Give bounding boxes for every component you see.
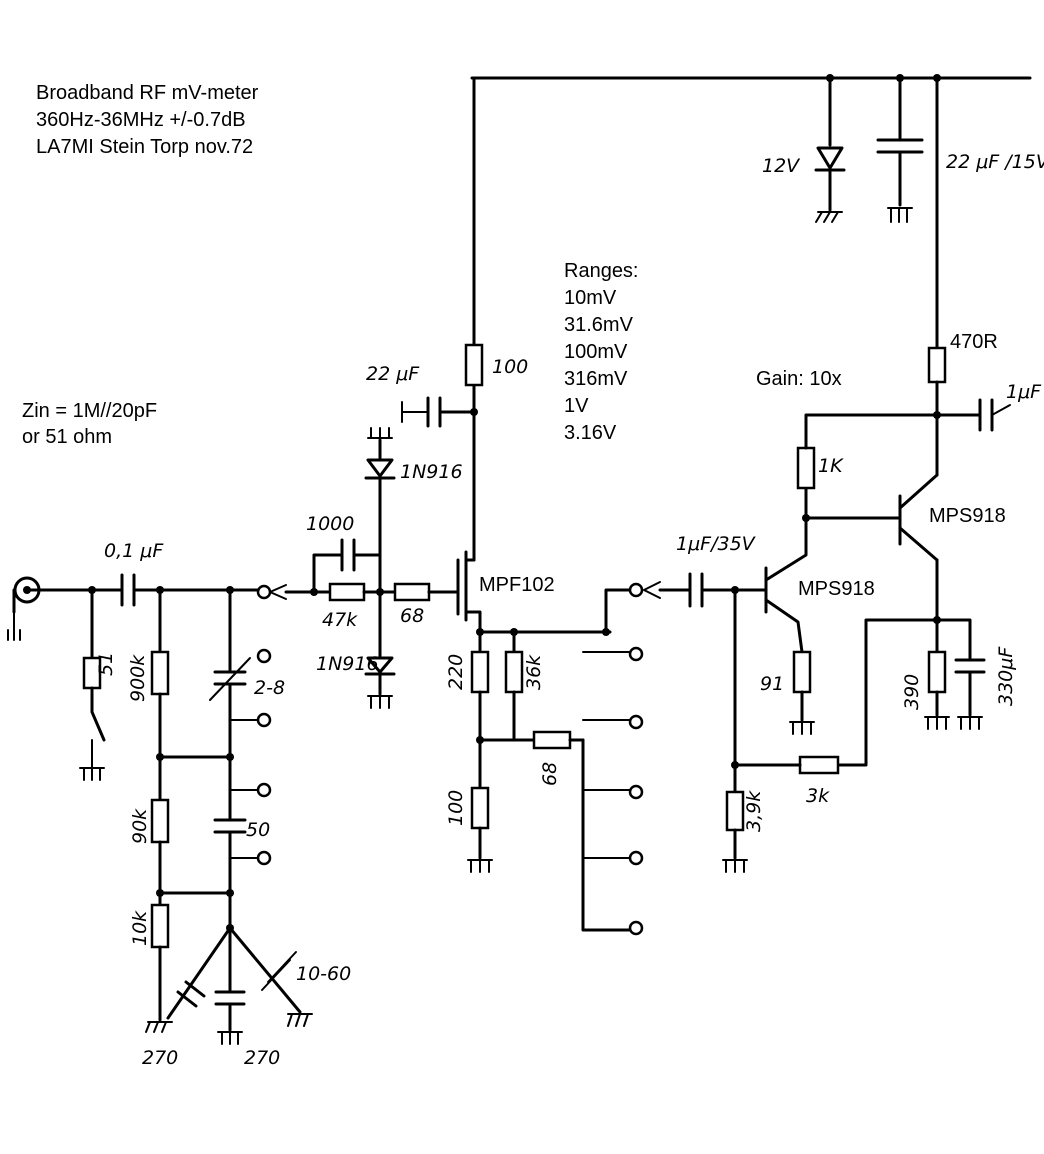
- label-c270a: 270: [142, 1047, 178, 1069]
- label-r36k: 36k: [523, 654, 545, 690]
- ranges-heading: Ranges:: [564, 260, 639, 282]
- title-line-1: Broadband RF mV-meter: [36, 82, 259, 104]
- label-c1uf-out: 1μF: [1006, 381, 1042, 403]
- label-r3k: 3k: [806, 785, 830, 807]
- label-c270b: 270: [244, 1047, 280, 1069]
- label-r39k: 3,9k: [743, 790, 765, 832]
- label-c-input: 0,1 μF: [104, 540, 164, 562]
- label-r68a: 68: [400, 605, 424, 627]
- input-network: [7, 573, 313, 1045]
- label-q1: MPS918: [798, 578, 875, 600]
- range-item: 316mV: [564, 368, 628, 390]
- label-q2: MPS918: [929, 505, 1006, 527]
- label-c1000: 1000: [306, 513, 354, 535]
- label-r470: 470R: [950, 331, 998, 353]
- label-c10-60: 10-60: [296, 963, 351, 985]
- part-labels: 0,1 μF 51 900k 90k 10k 2-8 50 10-60 270 …: [95, 151, 1044, 1069]
- label-fet: MPF102: [479, 574, 555, 596]
- label-r10k: 10k: [129, 910, 151, 946]
- zin-line-1: Zin = 1M//20pF: [22, 400, 157, 422]
- label-r90k: 90k: [129, 808, 151, 844]
- zin-line-2: or 51 ohm: [22, 426, 112, 448]
- label-d2: 1N916: [316, 653, 379, 675]
- title-line-3: LA7MI Stein Torp nov.72: [36, 136, 253, 158]
- label-r900k: 900k: [127, 654, 149, 702]
- label-r100bot: 100: [445, 790, 467, 826]
- fet-stage: [269, 343, 644, 936]
- label-zener: 12V: [762, 155, 801, 177]
- label-d1: 1N916: [400, 461, 463, 483]
- label-c2-8: 2-8: [254, 677, 285, 699]
- ranges-list: Ranges: 10mV 31.6mV 100mV 316mV 1V 3.16V: [564, 260, 639, 444]
- range-item: 1V: [564, 395, 589, 417]
- label-c22uf15: 22 μF /15V: [946, 151, 1044, 173]
- label-r220: 220: [445, 654, 467, 690]
- label-r68b: 68: [539, 762, 561, 786]
- range-item: 31.6mV: [564, 314, 634, 336]
- label-r100top: 100: [492, 356, 528, 378]
- label-c50: 50: [246, 819, 270, 841]
- range-item: 100mV: [564, 341, 628, 363]
- label-r91: 91: [760, 673, 784, 695]
- gain-label: Gain: 10x: [756, 368, 842, 390]
- amplifier-stage: [643, 398, 1011, 873]
- label-c330uf: 330μF: [995, 646, 1017, 706]
- label-r1k: 1K: [818, 455, 844, 477]
- label-r390: 390: [901, 674, 923, 710]
- title-block: Broadband RF mV-meter 360Hz-36MHz +/-0.7…: [36, 82, 259, 158]
- supply-rail: [470, 74, 1032, 477]
- label-c22uf: 22 μF: [366, 363, 420, 385]
- title-line-2: 360Hz-36MHz +/-0.7dB: [36, 109, 246, 131]
- range-item: 3.16V: [564, 422, 617, 444]
- range-item: 10mV: [564, 287, 617, 309]
- label-c1uf35: 1μF/35V: [676, 533, 757, 555]
- input-impedance-note: Zin = 1M//20pF or 51 ohm: [22, 400, 157, 448]
- label-r51: 51: [95, 652, 117, 676]
- label-r47k: 47k: [322, 609, 358, 631]
